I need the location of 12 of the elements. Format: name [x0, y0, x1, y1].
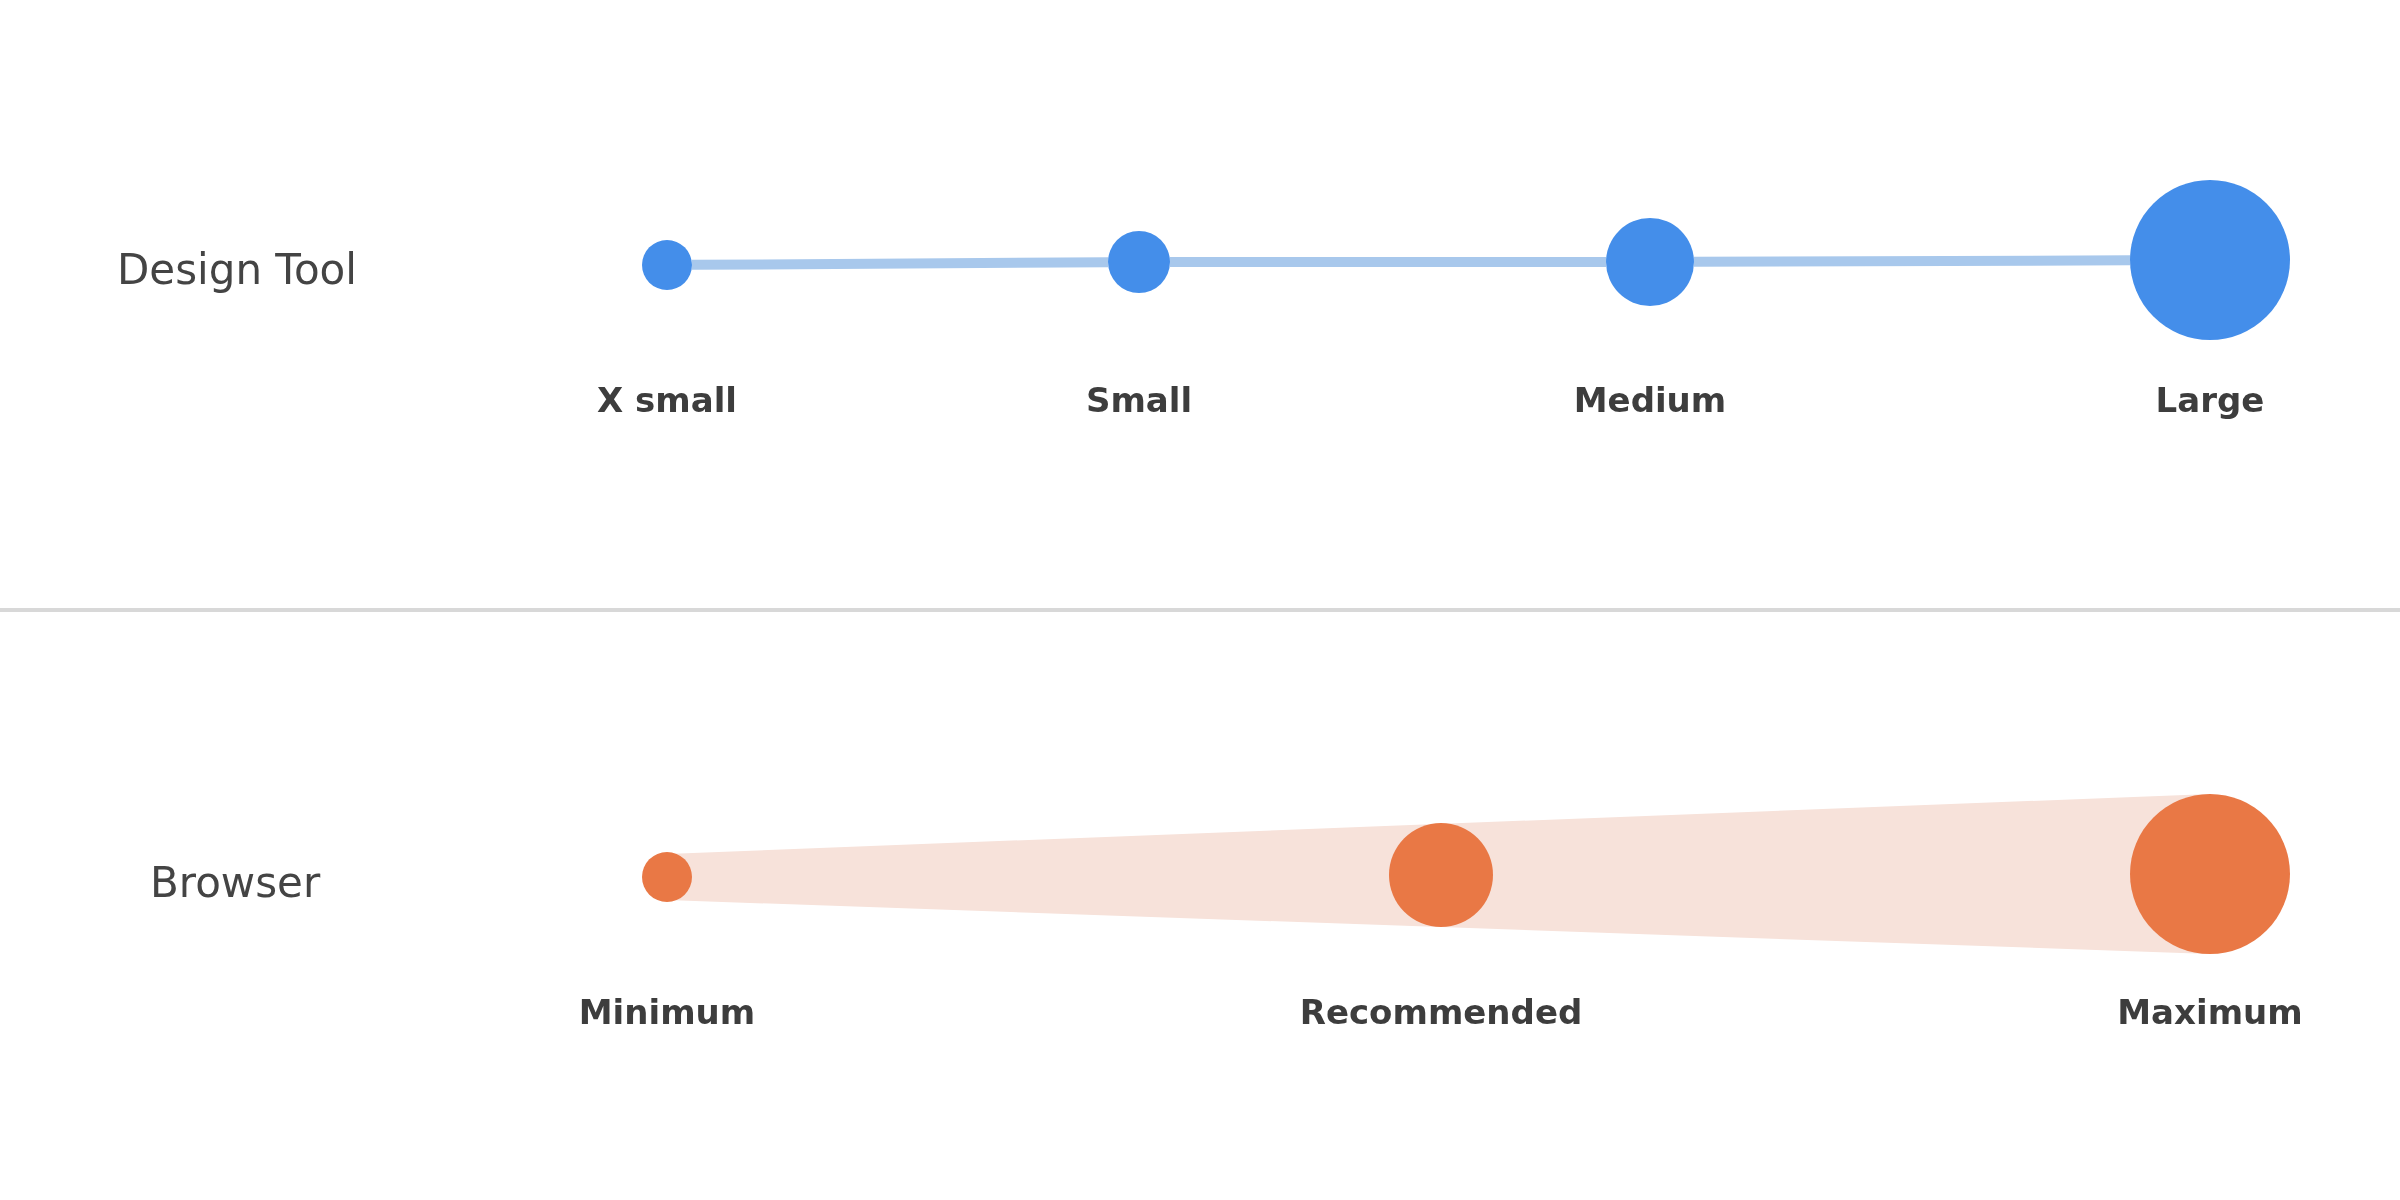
row-label: Browser	[150, 858, 321, 907]
size-label: X small	[597, 380, 737, 420]
connector-line	[1694, 255, 2130, 267]
size-label: Maximum	[2117, 992, 2303, 1032]
connector-line	[691, 257, 1109, 270]
size-label: Large	[2155, 380, 2265, 420]
connector-line	[1170, 257, 1606, 267]
size-label: Recommended	[1299, 992, 1583, 1032]
size-label: Small	[1085, 380, 1193, 420]
size-label: Medium	[1573, 380, 1727, 420]
size-label: Minimum	[578, 992, 756, 1032]
row-label: Design Tool	[117, 245, 357, 294]
